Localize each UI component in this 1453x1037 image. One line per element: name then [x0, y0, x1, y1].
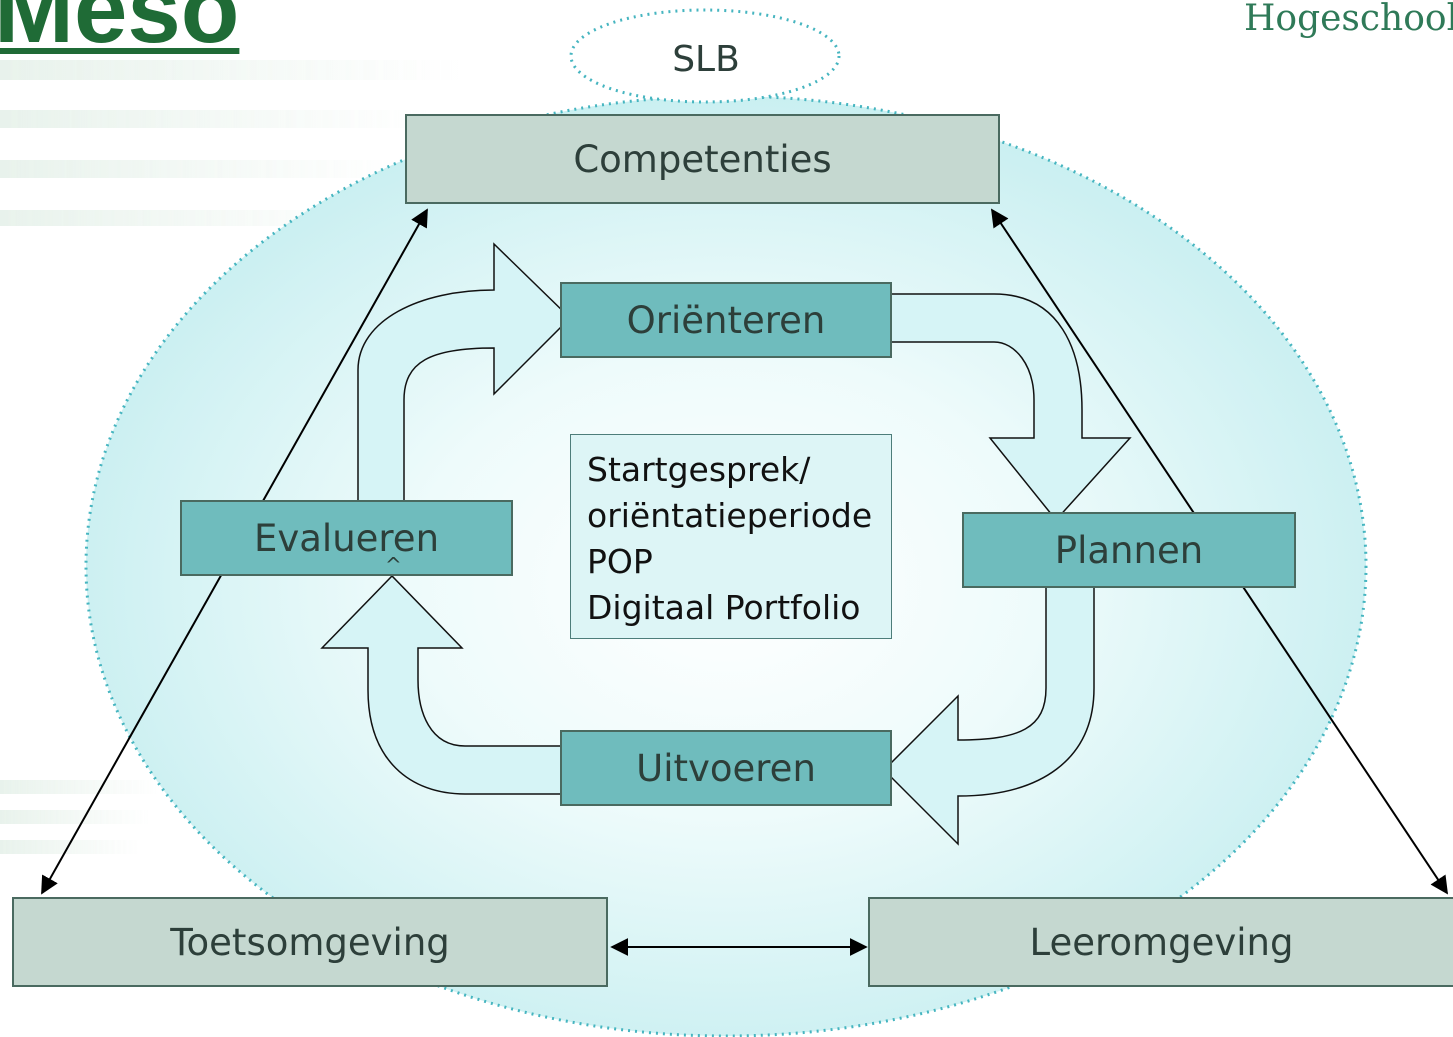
- box-competenties: Competenties: [405, 114, 1000, 204]
- evalueren-caret: ^: [385, 553, 402, 577]
- box-competenties-label: Competenties: [573, 137, 832, 181]
- box-leeromgeving: Leeromgeving: [868, 897, 1453, 987]
- center-line-3: POP: [587, 542, 653, 581]
- box-uitvoeren-label: Uitvoeren: [636, 746, 816, 790]
- center-info-box: Startgesprek/ oriëntatieperiode POP Digi…: [570, 434, 892, 639]
- box-toetsomgeving: Toetsomgeving: [12, 897, 608, 987]
- box-evalueren-label: Evalueren: [253, 516, 440, 560]
- center-line-4: Digitaal Portfolio: [587, 588, 861, 627]
- box-orienteren: Oriënteren: [560, 282, 892, 358]
- box-orienteren-label: Oriënteren: [626, 298, 826, 342]
- slb-label: SLB: [672, 38, 740, 80]
- box-evalueren: Evalueren: [180, 500, 513, 576]
- box-plannen-label: Plannen: [1054, 528, 1204, 572]
- school-logo-text: Hogeschool: [1244, 0, 1453, 39]
- page-title-fragment: Meso: [0, 0, 240, 63]
- box-leeromgeving-label: Leeromgeving: [1029, 920, 1294, 964]
- box-toetsomgeving-label: Toetsomgeving: [170, 920, 450, 964]
- center-line-1: Startgesprek/: [587, 450, 811, 489]
- box-uitvoeren: Uitvoeren: [560, 730, 892, 806]
- box-plannen: Plannen: [962, 512, 1296, 588]
- slb-ellipse: [569, 8, 841, 104]
- center-line-2: oriëntatieperiode: [587, 496, 873, 535]
